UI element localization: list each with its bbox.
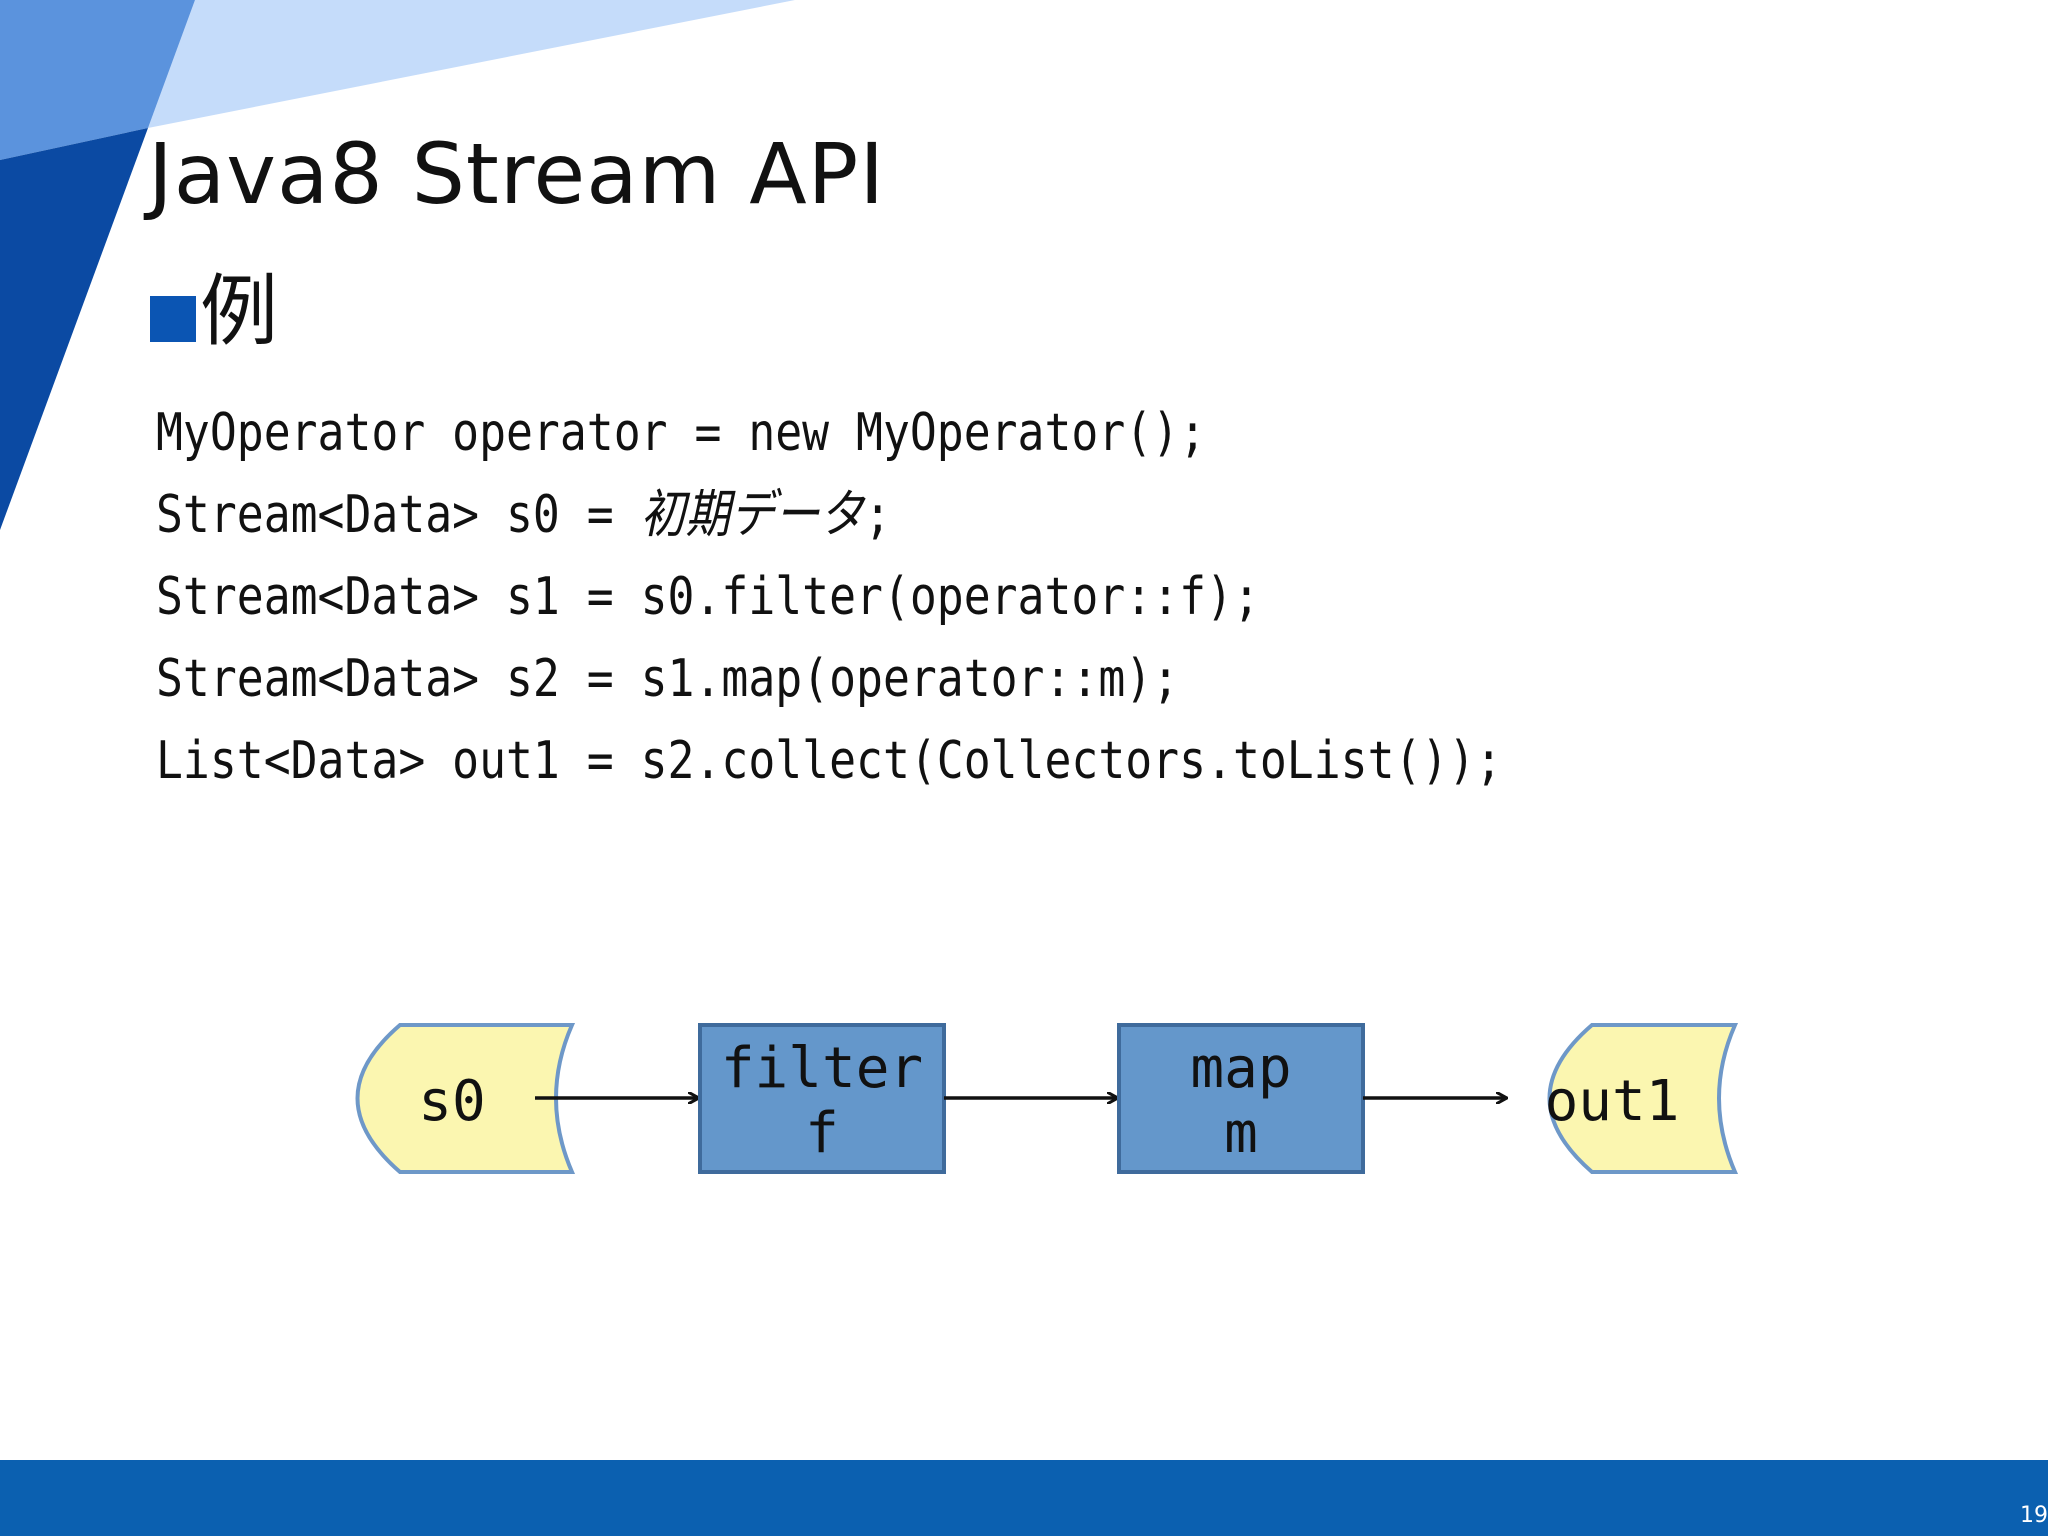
code-line-1: MyOperator operator = new MyOperator();: [156, 403, 1207, 463]
deco-mid-triangle: [0, 0, 195, 160]
output-storage-shape: [1547, 1023, 1739, 1174]
subheading: 例: [150, 272, 278, 352]
deco-light-triangle: [148, 0, 795, 128]
corner-decoration: [0, 0, 795, 530]
code-line-2-suffix: ;: [864, 485, 892, 545]
page-number: 19: [2020, 1503, 2048, 1528]
output-label: out1: [1545, 1069, 1680, 1134]
deco-dark-triangle: [0, 128, 148, 530]
filter-function-label: f: [805, 1101, 839, 1166]
stream-pipeline-diagram: s0 filter f map m out1: [355, 1023, 1739, 1174]
code-line-5: List<Data> out1 = s2.collect(Collectors.…: [156, 731, 1503, 791]
code-line-3: Stream<Data> s1 = s0.filter(operator::f)…: [156, 567, 1260, 627]
code-line-2-prefix: Stream<Data> s0 =: [156, 485, 641, 545]
source-storage-shape: [355, 1023, 576, 1174]
map-label: map: [1190, 1036, 1291, 1101]
source-label: s0: [418, 1069, 485, 1134]
slide-title: Java8 Stream API: [148, 125, 886, 223]
filter-process-box: [698, 1023, 946, 1174]
code-block: MyOperator operator = new MyOperator(); …: [156, 392, 1502, 802]
footer-bar: 19: [0, 1460, 2048, 1536]
filter-label: filter: [721, 1036, 923, 1101]
subheading-text: 例: [200, 267, 279, 357]
code-line-2-initial-data: 初期データ: [640, 485, 865, 545]
code-line-4: Stream<Data> s2 = s1.map(operator::m);: [156, 649, 1180, 709]
square-bullet-icon: [150, 296, 196, 342]
map-function-label: m: [1224, 1101, 1258, 1166]
code-line-2: Stream<Data> s0 = 初期データ;: [156, 474, 1502, 556]
